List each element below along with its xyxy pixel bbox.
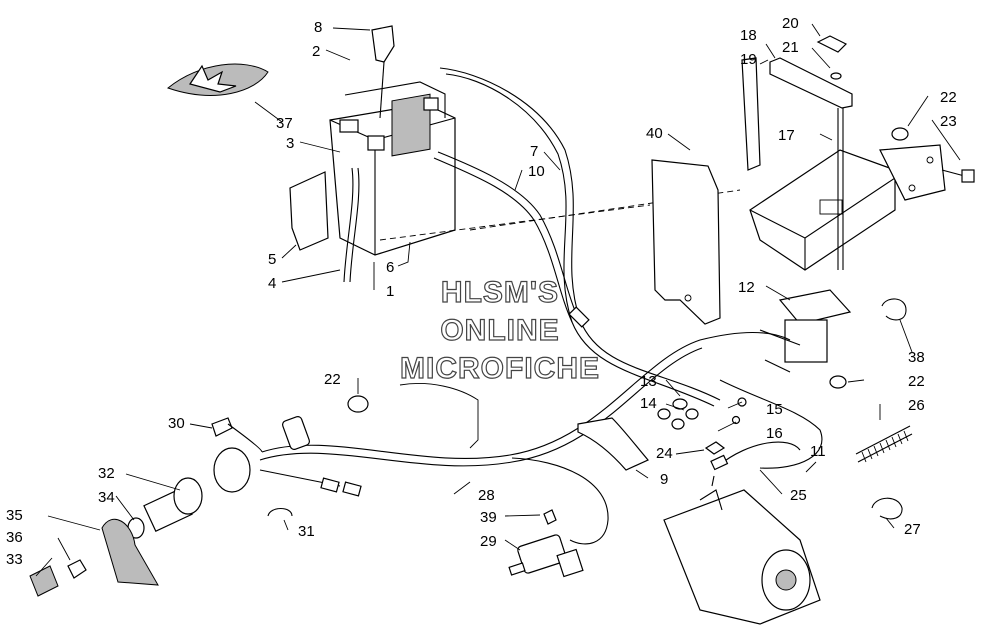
bezel-35 (101, 518, 159, 586)
spring-26 (855, 425, 913, 463)
nut-16 (731, 415, 741, 425)
watermark-line1: HLSM'S (441, 276, 559, 309)
label-26: 26 (908, 397, 925, 414)
label-14: 14 (640, 395, 657, 412)
snap-ring-38 (881, 298, 907, 321)
cable-7 (439, 67, 721, 407)
fuse-connector (281, 416, 311, 450)
solenoid-bracket-12 (759, 289, 852, 373)
battery-plate-5 (289, 171, 329, 251)
leader-lines (35, 23, 961, 577)
label-27: 27 (904, 521, 921, 538)
screw-39 (543, 509, 557, 525)
label-22b: 22 (324, 371, 341, 388)
nut-20 (816, 35, 848, 53)
label-32: 32 (98, 465, 115, 482)
heat-shield-40 (651, 159, 721, 325)
label-8: 8 (314, 19, 322, 36)
label-23: 23 (940, 113, 957, 130)
label-6: 6 (386, 259, 394, 276)
nut-36 (67, 559, 87, 579)
terminal-boot-8 (371, 25, 395, 119)
cable-25 (717, 441, 801, 467)
watermark: HLSM'S ONLINE MICROFICHE (399, 275, 600, 385)
label-5: 5 (268, 251, 276, 268)
label-21: 21 (782, 39, 799, 56)
vent-tube-4 (343, 167, 354, 283)
nut-24 (704, 441, 726, 455)
label-39: 39 (480, 509, 497, 526)
boot-9 (577, 417, 649, 471)
label-13: 13 (640, 373, 657, 390)
bushing-22c (829, 375, 847, 389)
label-24: 24 (656, 445, 673, 462)
part-labels: 8 2 37 3 5 4 6 1 7 10 40 18 19 20 21 17 … (6, 15, 957, 568)
label-2: 2 (312, 43, 320, 60)
label-40: 40 (646, 125, 663, 142)
watermark-line3: MICROFICHE (400, 352, 600, 385)
label-7: 7 (530, 143, 538, 160)
label-29: 29 (480, 533, 497, 550)
label-17: 17 (778, 127, 795, 144)
label-3: 3 (286, 135, 294, 152)
label-34: 34 (98, 489, 115, 506)
label-18: 18 (740, 27, 757, 44)
battery-tray-17 (749, 144, 946, 271)
wiring-harness-28 (259, 331, 823, 545)
label-12: 12 (738, 279, 755, 296)
label-20: 20 (782, 15, 799, 32)
connector-29 (508, 534, 584, 578)
bushing-22a (891, 127, 909, 141)
decal-37 (166, 63, 269, 96)
label-1: 1 (386, 283, 394, 300)
label-36: 36 (6, 529, 23, 546)
clip-31 (267, 507, 293, 517)
label-19: 19 (740, 51, 757, 68)
label-25: 25 (790, 487, 807, 504)
key-switch-32 (127, 447, 251, 539)
label-38: 38 (908, 349, 925, 366)
key-33 (29, 565, 59, 597)
label-35: 35 (6, 507, 23, 524)
label-31: 31 (298, 523, 315, 540)
fuse-30 (211, 417, 233, 437)
bolt-23 (941, 169, 975, 183)
label-30: 30 (168, 415, 185, 432)
label-4: 4 (268, 275, 276, 292)
label-9: 9 (660, 471, 668, 488)
label-16: 16 (766, 425, 783, 442)
watermark-line2: ONLINE (440, 314, 559, 347)
strap-19 (741, 57, 761, 171)
label-10: 10 (528, 163, 545, 180)
battery-1 (329, 81, 456, 256)
starter-motor (663, 475, 821, 625)
cable-10 (433, 151, 590, 328)
label-28: 28 (478, 487, 495, 504)
bushing-22b (347, 395, 369, 413)
washer-14 (657, 408, 671, 420)
label-37: 37 (276, 115, 293, 132)
label-22c: 22 (908, 373, 925, 390)
bracket-21 (769, 57, 853, 109)
label-33: 33 (6, 551, 23, 568)
snap-ring-27 (871, 497, 903, 520)
label-22a: 22 (940, 89, 957, 106)
label-11: 11 (810, 443, 826, 460)
label-15: 15 (766, 401, 783, 418)
